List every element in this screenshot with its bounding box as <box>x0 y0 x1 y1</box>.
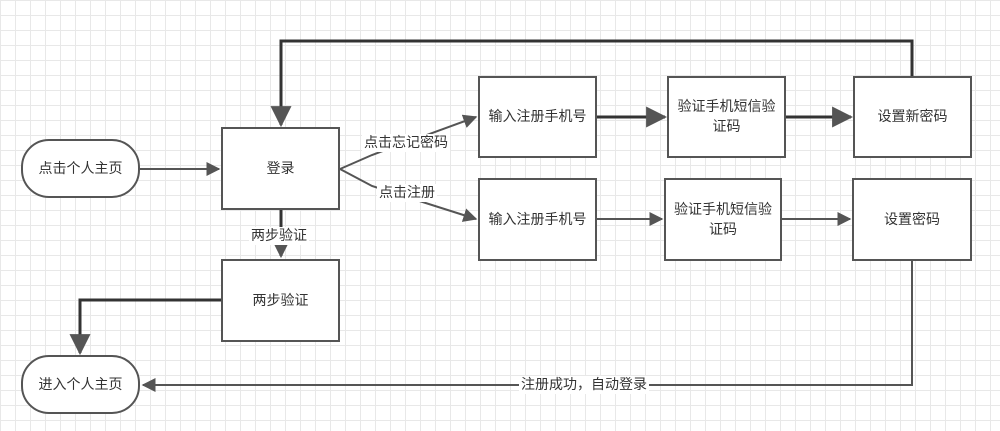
node-login-label: 登录 <box>266 160 295 177</box>
edge-label-forgot-password: 点击忘记密码 <box>362 134 450 152</box>
node-forgot-input-phone: 输入注册手机号 <box>478 76 597 158</box>
edge-login-to-register-input <box>339 168 478 222</box>
node-set-password-label: 设置密码 <box>884 211 940 228</box>
node-reg-input-phone: 输入注册手机号 <box>478 178 597 261</box>
edge-login-to-forgot-input <box>339 114 478 170</box>
node-set-password: 设置密码 <box>852 178 972 261</box>
node-reg-verify-sms: 验证手机短信验证码 <box>664 178 782 261</box>
node-forgot-verify-sms-label: 验证手机短信验证码 <box>677 99 776 135</box>
edge-set-password-to-enter-home <box>141 261 913 392</box>
node-reg-input-phone-label: 输入注册手机号 <box>488 211 587 228</box>
edge-two-step-to-enter-home <box>69 298 221 356</box>
node-enter-home: 进入个人主页 <box>21 355 140 414</box>
node-two-step-label: 两步验证 <box>252 292 309 309</box>
node-home-click-label: 点击个人主页 <box>38 160 123 177</box>
edge-label-two-step: 两步验证 <box>249 227 309 245</box>
node-forgot-input-phone-label: 输入注册手机号 <box>488 109 587 125</box>
edge-set-new-to-login <box>270 39 914 128</box>
edge-label-register-success: 注册成功，自动登录 <box>519 376 649 394</box>
node-forgot-verify-sms: 验证手机短信验证码 <box>667 76 786 158</box>
node-enter-home-label: 进入个人主页 <box>38 376 123 393</box>
node-set-new-password-label: 设置新密码 <box>877 109 948 125</box>
node-two-step: 两步验证 <box>221 259 340 342</box>
edge-label-register: 点击注册 <box>377 184 437 202</box>
node-set-new-password: 设置新密码 <box>853 76 972 158</box>
node-login: 登录 <box>221 127 340 210</box>
node-home-click: 点击个人主页 <box>21 139 140 198</box>
node-reg-verify-sms-label: 验证手机短信验证码 <box>674 201 772 238</box>
